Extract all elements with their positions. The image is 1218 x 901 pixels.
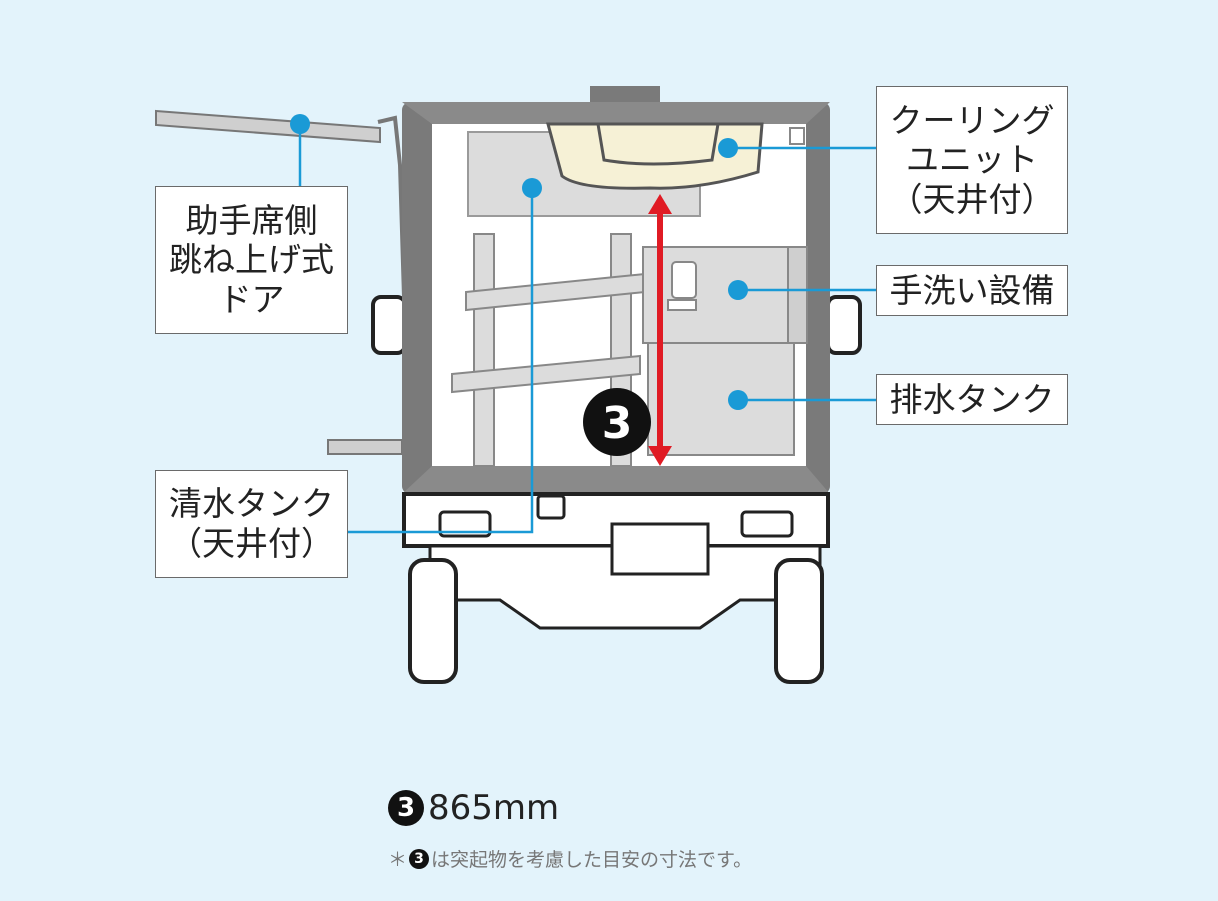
dimension-value: 865mm	[428, 788, 560, 828]
leader-dots	[290, 114, 748, 410]
note-prefix: ＊	[388, 849, 408, 871]
water-tank-line1: 清水タンク	[169, 484, 334, 524]
dimension-caption: 3 865mm	[388, 788, 559, 828]
roof-cap	[590, 86, 660, 106]
drain-tank-text: 排水タンク	[889, 379, 1055, 419]
dimension-note: ＊ 3 は突起物を考慮した目安の寸法です。	[388, 845, 752, 872]
rack-post-left	[473, 233, 495, 467]
label-drain-tank: 排水タンク	[876, 374, 1068, 425]
label-passenger-door: 助手席側 跳ね上げ式 ドア	[155, 186, 348, 334]
dimension-marker-number: 3	[602, 398, 633, 449]
right-rear-wheel	[774, 558, 824, 684]
cooling-unit-line2: ユニット	[906, 140, 1038, 180]
left-rear-wheel	[408, 558, 458, 684]
cooling-unit-line3: （天井付）	[889, 179, 1055, 219]
cooling-unit-line1: クーリング	[889, 100, 1055, 140]
left-mirror	[371, 295, 407, 355]
leader-lines	[298, 124, 876, 534]
height-dimension-arrow	[648, 194, 672, 466]
passenger-door-line3: ドア	[218, 279, 285, 319]
water-tank-line2: （天井付）	[169, 524, 334, 563]
label-water-tank: 清水タンク （天井付）	[155, 470, 348, 578]
handwash-text: 手洗い設備	[889, 270, 1055, 310]
raised-door-panel	[155, 109, 381, 144]
label-cooling-unit: クーリング ユニット （天井付）	[876, 86, 1068, 234]
passenger-door-line2: 跳ね上げ式	[169, 240, 334, 280]
dimension-caption-marker: 3	[388, 790, 424, 826]
label-handwash: 手洗い設備	[876, 265, 1068, 316]
right-mirror	[826, 295, 862, 355]
passenger-door-line1: 助手席側	[185, 200, 318, 240]
dimension-marker-circle	[583, 388, 651, 456]
note-marker: 3	[409, 848, 430, 869]
note-text: は突起物を考慮した目安の寸法です。	[431, 849, 753, 871]
truck-rear-diagram: 3	[155, 86, 876, 684]
handwash-unit	[642, 246, 808, 344]
